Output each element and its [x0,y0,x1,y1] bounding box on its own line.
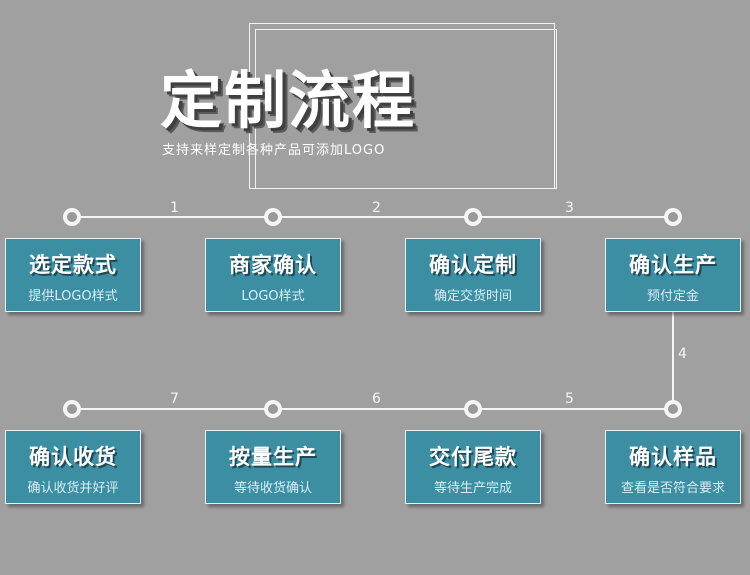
step-card-confirm-receipt: 确认收货 确认收货并好评 [5,430,141,504]
step-title: 确认生产 [629,253,717,277]
step-subtitle: 提供LOGO样式 [28,289,118,304]
step-card-confirm-custom: 确认定制 确定交货时间 [405,238,541,312]
connector-number-4: 4 [678,346,687,362]
page-title: 定制流程 [160,64,417,137]
step-title: 确认样品 [629,445,717,469]
step-subtitle: 预付定金 [646,289,699,304]
title-frame-front [255,29,557,189]
step-node-6 [264,400,282,418]
step-card-mass-production: 按量生产 等待收货确认 [205,430,341,504]
top-connector-line [72,216,674,218]
bottom-connector-line [72,408,674,410]
step-title: 确认定制 [429,253,517,277]
step-node-7 [464,400,482,418]
step-node-2 [264,208,282,226]
step-card-merchant-confirm: 商家确认 LOGO样式 [205,238,341,312]
step-subtitle: 确定交货时间 [433,289,512,304]
step-title: 选定款式 [29,253,117,277]
step-card-confirm-production: 确认生产 预付定金 [605,238,741,312]
connector-number-2: 2 [372,200,381,216]
step-node-8 [664,400,682,418]
connector-number-7: 7 [170,391,179,407]
step-subtitle: 查看是否符合要求 [620,481,725,496]
step-node-1 [63,208,81,226]
connector-number-6: 6 [372,391,381,407]
connector-number-3: 3 [565,200,574,216]
step-title: 交付尾款 [429,445,517,469]
step-title: 商家确认 [229,253,317,277]
step-subtitle: 等待生产完成 [433,481,512,496]
step-subtitle: 等待收货确认 [233,481,312,496]
step-node-5 [63,400,81,418]
step-card-confirm-sample: 确认样品 查看是否符合要求 [605,430,741,504]
step-subtitle: 确认收货并好评 [27,481,119,496]
connector-number-5: 5 [565,391,574,407]
step-title: 按量生产 [229,445,317,469]
step-node-4 [664,208,682,226]
page-subtitle: 支持来样定制各种产品可添加LOGO [162,143,386,158]
right-connector-line [672,312,674,408]
step-card-select-style: 选定款式 提供LOGO样式 [5,238,141,312]
step-title: 确认收货 [29,445,117,469]
step-subtitle: LOGO样式 [241,289,305,304]
connector-number-1: 1 [170,200,179,216]
step-card-final-payment: 交付尾款 等待生产完成 [405,430,541,504]
step-node-3 [464,208,482,226]
